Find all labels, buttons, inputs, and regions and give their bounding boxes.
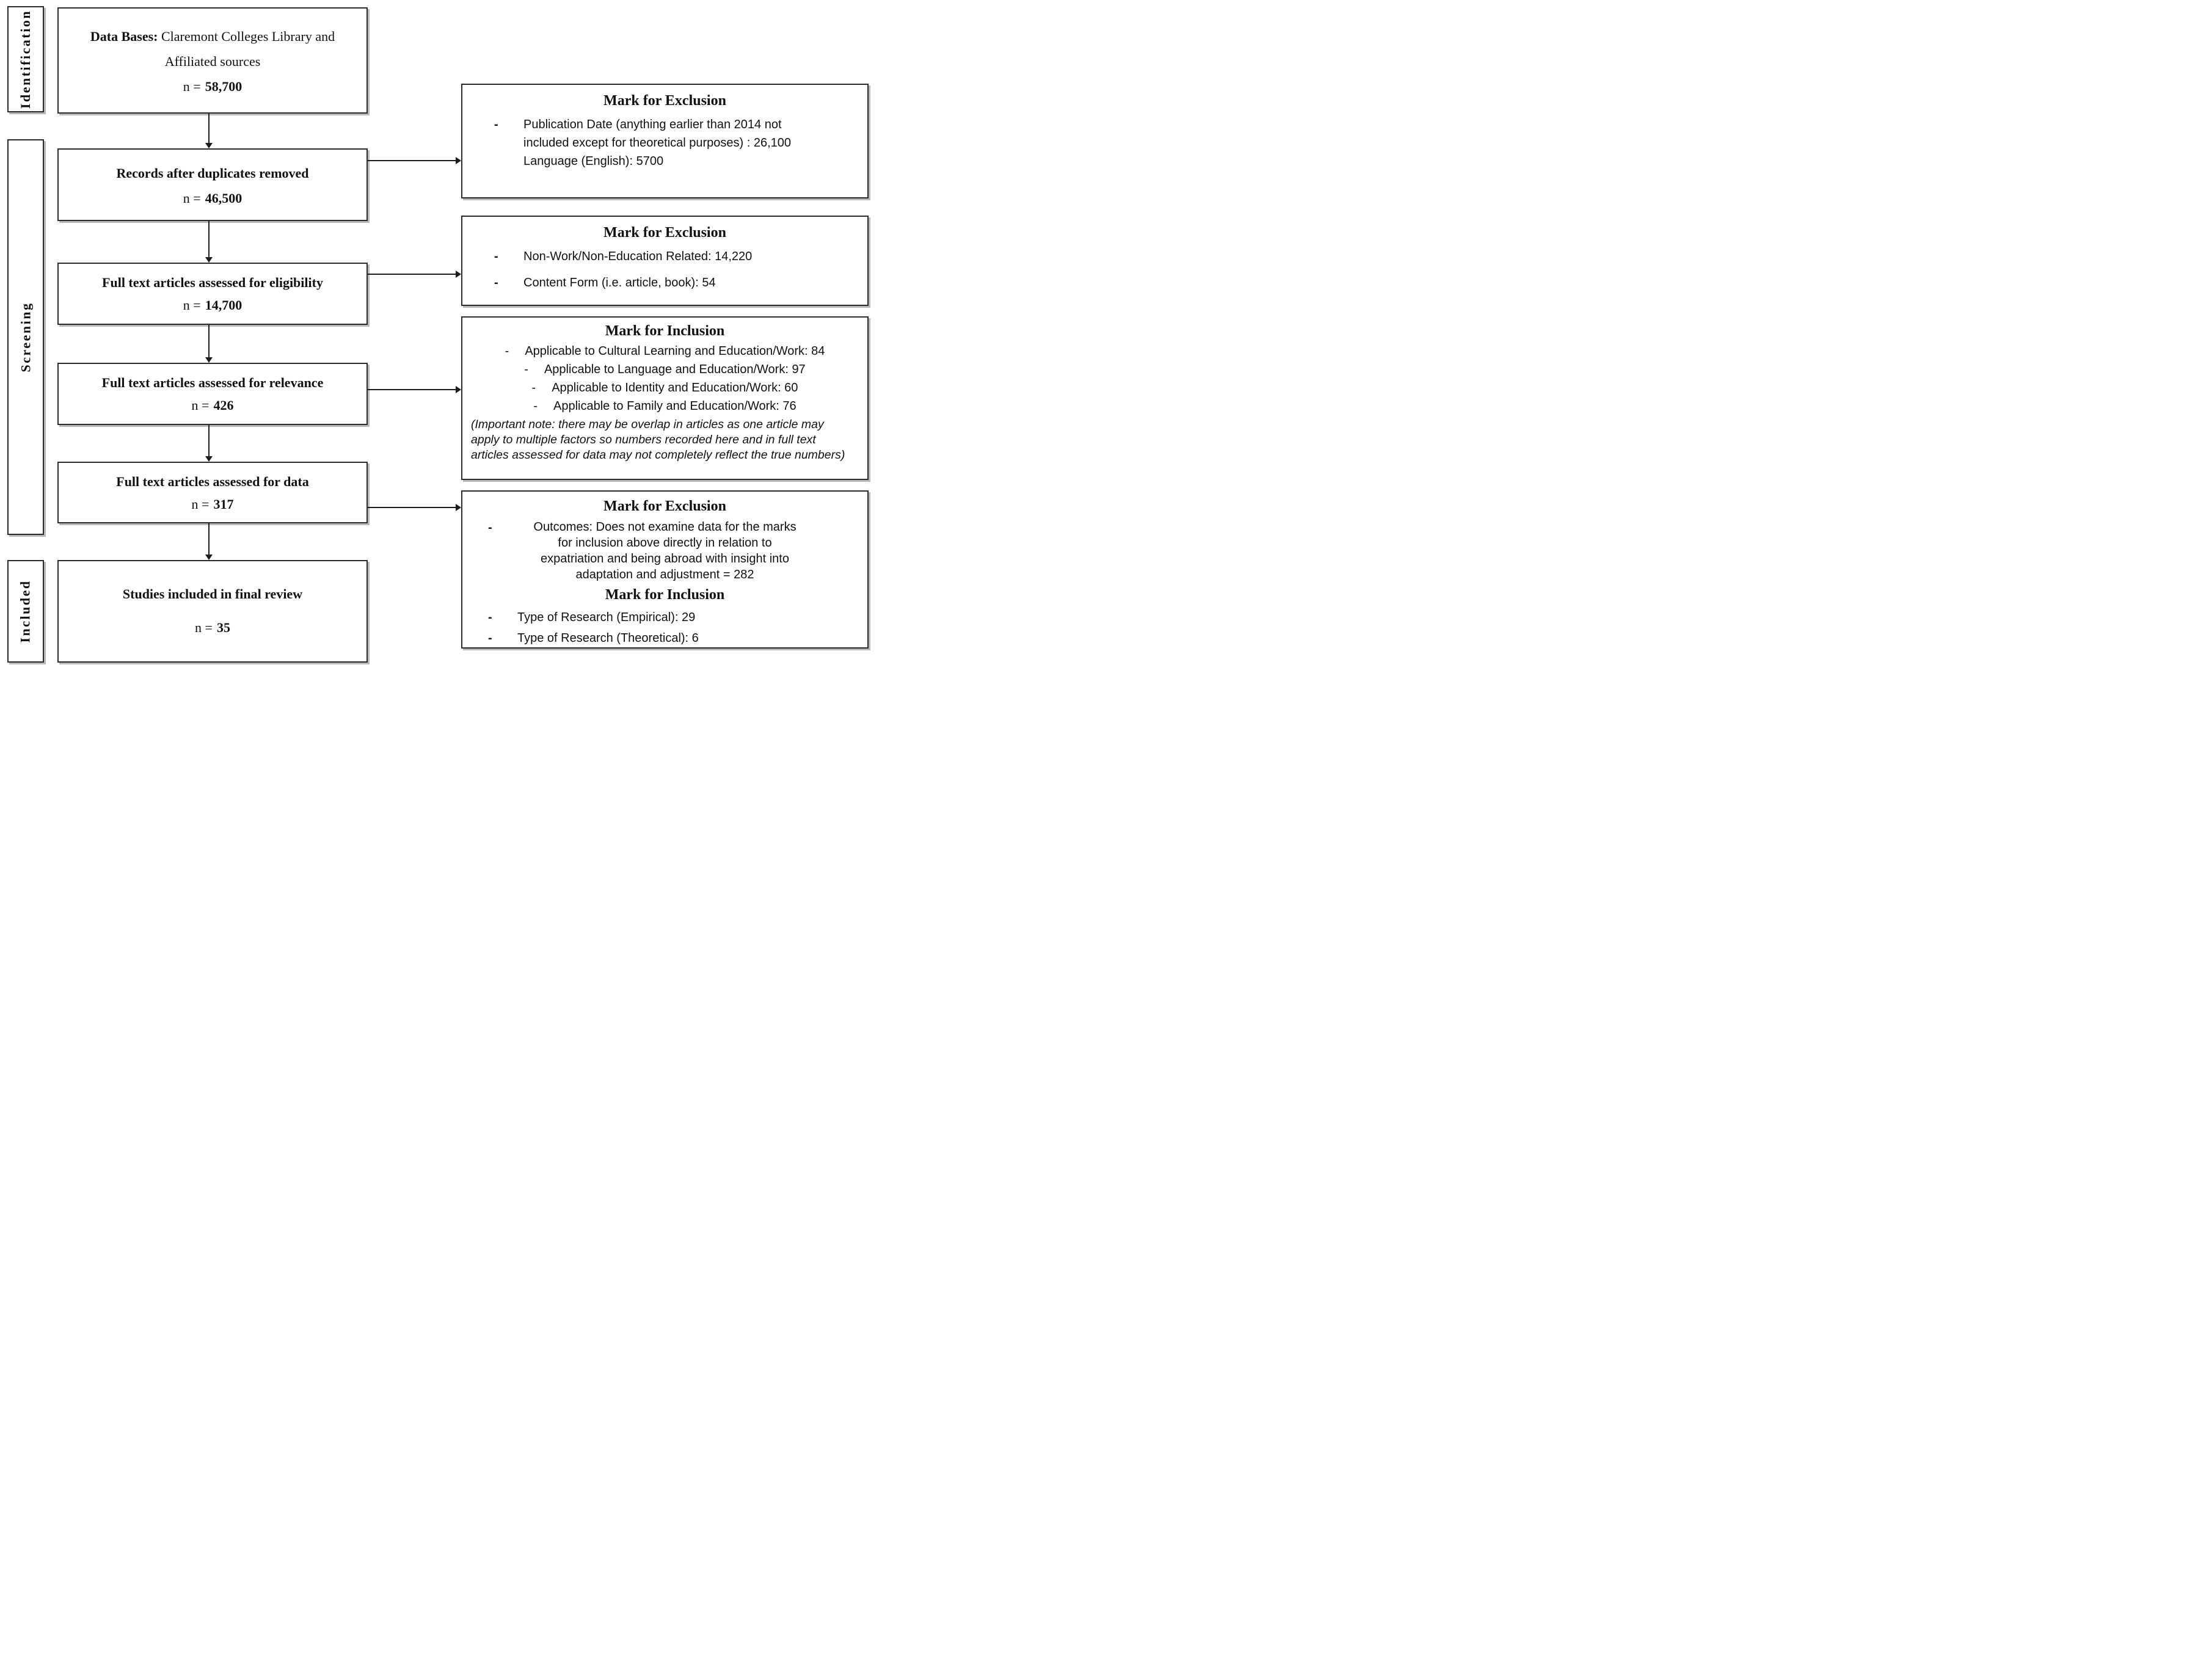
n-prefix: n = [191,496,210,512]
box-assessed-eligibility: Full text articles assessed for eligibil… [57,263,368,325]
box-final-review-count: n =35 [195,617,230,638]
exclusion3-outcomes-bullet: - Outcomes: Does not examine data for th… [471,519,859,583]
stage-label-screening-text: Screening [18,302,34,373]
inclusion1-bullet-family: - Applicable to Family and Education/Work… [471,398,859,415]
prisma-flow-diagram: Identification Screening Included Data B… [0,0,881,672]
n-prefix: n = [195,619,213,635]
stage-label-identification: Identification [7,6,44,112]
inclusion1-bullet-language: - Applicable to Language and Education/Wo… [471,361,859,379]
arrow-right-relevance-to-inclusion1 [368,386,461,393]
box-exclusion-publication: Mark for Exclusion - Publication Date (a… [461,84,869,198]
bullet-dash: - [533,399,538,413]
exclusion3-outcomes-text: Outcomes: Does not examine data for the … [533,520,797,581]
n-prefix: n = [183,191,201,206]
stage-label-included-text: Included [18,580,33,643]
exclusion2-bullet-2: - Content Form (i.e. article, book): 54 [471,274,859,292]
exclusion1-bullet: - Publication Date (anything earlier tha… [471,115,859,170]
box-databases-title: Data Bases: Claremont Colleges Library a… [70,24,355,74]
arrow-down-duplicates-to-eligibility [205,221,213,263]
stage-label-screening: Screening [7,139,44,535]
bullet-dash: - [494,275,498,289]
box-assessed-relevance: Full text articles assessed for relevanc… [57,363,368,425]
box-assessed-relevance-count: n =426 [192,395,234,415]
inclusion1-item-identity: Applicable to Identity and Education/Wor… [552,380,798,395]
box-assessed-data-title: Full text articles assessed for data [116,473,309,489]
bullet-dash: - [488,631,492,645]
inclusion1-item-cultural: Applicable to Cultural Learning and Educ… [525,344,825,358]
n-value: 426 [213,398,234,413]
exclusion3-heading: Mark for Exclusion [603,498,726,514]
stage-label-included: Included [7,560,44,663]
n-value: 14,700 [205,297,242,313]
box-databases-title-rest: Claremont Colleges Library and Affiliate… [161,28,335,69]
bullet-dash: - [524,362,528,376]
box-exclusion-outcomes: Mark for Exclusion - Outcomes: Does not … [461,490,869,649]
exclusion2-heading: Mark for Exclusion [603,225,726,241]
box-assessed-data: Full text articles assessed for data n =… [57,462,368,523]
inclusion1-bullet-cultural: - Applicable to Cultural Learning and Edu… [471,343,859,360]
bullet-dash: - [488,520,492,534]
n-prefix: n = [183,297,201,313]
box-assessed-relevance-title: Full text articles assessed for relevanc… [101,375,324,390]
bullet-dash: - [494,117,498,131]
box-final-review: Studies included in final review n =35 [57,560,368,663]
inclusion2-item-empirical: Type of Research (Empirical): 29 [517,610,696,624]
bullet-dash: - [488,610,492,624]
box-databases-count: n =58,700 [183,76,242,96]
exclusion2-item-nonwork: Non-Work/Non-Education Related: 14,220 [523,249,753,263]
arrow-right-eligibility-to-exclusion2 [368,271,461,278]
inclusion2-item-theoretical: Type of Research (Theoretical): 6 [517,631,699,645]
inclusion1-bullet-identity: - Applicable to Identity and Education/Wo… [471,379,859,397]
box-final-review-title: Studies included in final review [122,586,303,602]
exclusion2-item-content-form: Content Form (i.e. article, book): 54 [523,275,716,289]
inclusion2-heading: Mark for Inclusion [605,586,725,603]
box-assessed-eligibility-count: n =14,700 [183,295,242,315]
bullet-dash: - [494,249,498,263]
inclusion1-important-note: (Important note: there may be overlap in… [471,417,845,462]
arrow-right-data-to-exclusion3 [368,504,461,511]
box-assessed-eligibility-title: Full text articles assessed for eligibil… [102,275,323,290]
exclusion1-item-publication-date: Publication Date (anything earlier than … [523,117,792,150]
box-databases: Data Bases: Claremont Colleges Library a… [57,7,368,114]
box-duplicates-removed: Records after duplicates removed n = 46,5… [57,148,368,221]
n-prefix: n = [183,79,201,95]
arrow-down-eligibility-to-relevance [205,325,213,363]
box-exclusion-nonwork: Mark for Exclusion - Non-Work/Non-Educat… [461,216,869,306]
n-value: 46,500 [205,191,242,206]
box-databases-title-label: Data Bases: [90,28,158,44]
exclusion1-item-language: Language (English): 5700 [523,154,664,168]
box-assessed-data-count: n =317 [192,494,234,514]
arrow-right-duplicates-to-exclusion1 [368,157,461,164]
bullet-dash: - [531,380,536,395]
arrow-down-databases-to-duplicates [205,114,213,148]
box-duplicates-removed-title: Records after duplicates removed [116,165,309,181]
n-value: 317 [213,496,234,512]
arrow-down-relevance-to-data [205,425,213,462]
box-duplicates-removed-count: n = 46,500 [183,188,242,208]
exclusion2-bullet-1: - Non-Work/Non-Education Related: 14,220 [471,247,859,266]
bullet-dash: - [505,344,509,358]
inclusion2-bullet-empirical: - Type of Research (Empirical): 29 [471,608,859,627]
exclusion1-heading: Mark for Exclusion [603,93,726,109]
n-value: 58,700 [205,79,242,95]
n-prefix: n = [191,398,210,413]
inclusion1-item-family: Applicable to Family and Education/Work:… [553,399,797,413]
box-inclusion-factors: Mark for Inclusion - Applicable to Cultur… [461,316,869,480]
arrow-down-data-to-final [205,523,213,560]
n-value: 35 [216,619,230,635]
inclusion1-heading: Mark for Inclusion [605,323,725,339]
inclusion2-bullet-theoretical: - Type of Research (Theoretical): 6 [471,629,859,647]
stage-label-identification-text: Identification [18,9,33,109]
inclusion1-item-language: Applicable to Language and Education/Wor… [544,362,806,376]
